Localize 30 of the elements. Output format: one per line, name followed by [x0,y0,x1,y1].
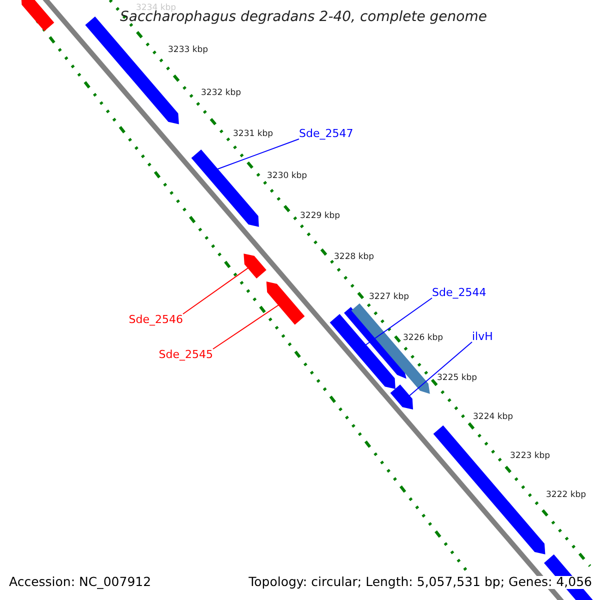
gene-label: Sde_2546 [128,314,183,325]
gene-block [351,303,430,394]
leader-line [182,267,249,314]
tick-label: 3232 kbp [201,89,242,98]
tick-label: 3233 kbp [168,46,208,54]
gene-label: Sde_2544 [432,287,486,298]
tick-label: 3228 kbp [334,253,374,262]
gene-block [390,384,414,410]
gene-label: Sde_2547 [299,128,354,139]
gene-block [266,281,305,325]
tick-label: 3231 kbp [233,130,274,138]
leader-line [408,342,472,396]
tick-label: 3226 kbp [403,334,444,342]
tick-label: 3223 kbp [510,452,550,460]
gene-block [244,254,266,278]
tick-label: 3230 kbp [267,172,308,180]
gene-block [21,0,54,32]
tick-label: 3229 kbp [300,212,340,220]
gene-label: ilvH [472,331,493,342]
leader-line [216,138,300,170]
leader-line [365,298,432,346]
leader-line [212,304,280,350]
tick-label: 3227 kbp [369,293,410,302]
tick-label: 3225 kbp [437,374,478,382]
gene-block [191,150,259,227]
genome-info-text: Topology: circular; Length: 5,057,531 bp; Genes: 4,056 [248,576,592,588]
gene-label: Sde_2545 [158,349,213,360]
gene-block [330,314,396,390]
accession-text: Accession: NC_007912 [9,576,152,588]
title: Saccharophagus degradans 2-40, complete genome [120,10,487,24]
